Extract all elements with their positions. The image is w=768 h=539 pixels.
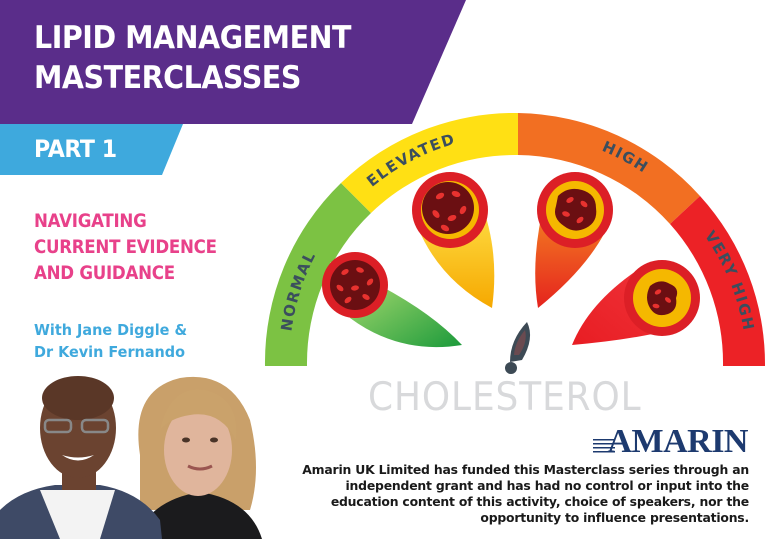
- title-line-1: LIPID MANAGEMENT: [34, 20, 352, 56]
- gauge-segment-high: [518, 113, 700, 224]
- title-line-2: MASTERCLASSES: [34, 60, 301, 96]
- disclaimer-line-3: education content of this activity, choi…: [330, 494, 749, 509]
- presenters-line-2: Dr Kevin Fernando: [34, 343, 186, 361]
- sponsor-logo: AMARIN: [607, 423, 748, 460]
- disclaimer-line-1: Amarin UK Limited has funded this Master…: [302, 462, 749, 477]
- artery-elevated-icon: [412, 172, 495, 308]
- blue-part-band: [0, 124, 183, 175]
- purple-title-band: [0, 0, 466, 124]
- artery-normal-icon: [322, 252, 462, 348]
- gauge-segment-very-high: [670, 196, 766, 366]
- presenter-photo-jane-diggle: [135, 376, 262, 539]
- presenter-photo-kevin-fernando: [0, 376, 162, 539]
- subtitle-line-3: AND GUIDANCE: [34, 263, 175, 284]
- disclaimer-line-4: opportunity to influence presentations.: [480, 510, 749, 525]
- subtitle-line-2: CURRENT EVIDENCE: [34, 237, 217, 258]
- gauge-needle-icon: [505, 322, 531, 374]
- subtitle-line-1: NAVIGATING: [34, 211, 147, 232]
- part-label: PART 1: [34, 135, 117, 163]
- presenter-photos: [0, 376, 262, 539]
- gauge-title: CHOLESTEROL: [368, 375, 642, 420]
- presenters-text: With Jane Diggle & Dr Kevin Fernando: [34, 319, 187, 363]
- amarin-logo-lines-icon: [593, 439, 615, 453]
- artery-high-icon: [535, 172, 613, 308]
- sponsor-disclaimer: Amarin UK Limited has funded this Master…: [279, 462, 749, 526]
- session-subtitle: NAVIGATING CURRENT EVIDENCE AND GUIDANCE: [34, 209, 217, 287]
- disclaimer-line-2: independent grant and has had no control…: [345, 478, 750, 493]
- gauge-segment-elevated: [341, 112, 518, 213]
- artery-very-high-icon: [572, 260, 700, 345]
- page-title: LIPID MANAGEMENT MASTERCLASSES: [34, 18, 351, 98]
- presenters-line-1: With Jane Diggle &: [34, 321, 188, 339]
- gauge-segment-normal: [264, 183, 371, 366]
